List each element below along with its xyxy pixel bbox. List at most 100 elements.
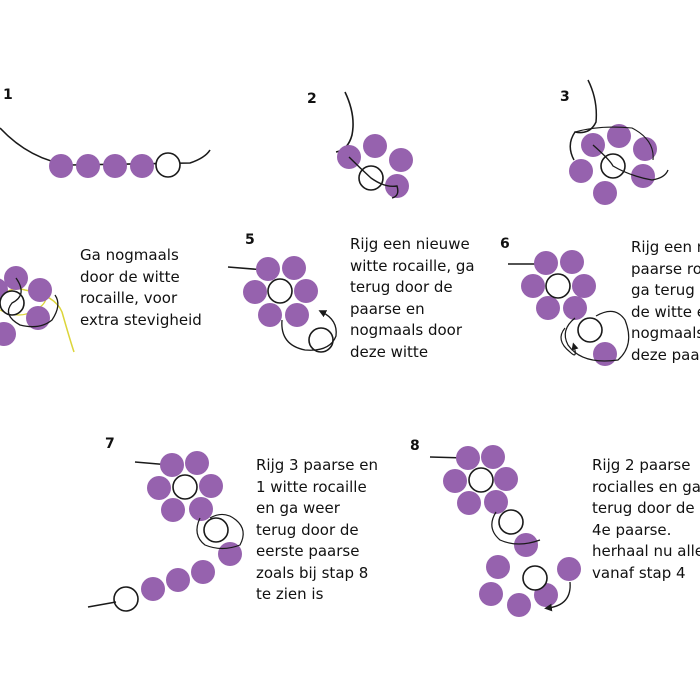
white-bead-new [113, 586, 139, 612]
caption-line: extra stevigheid [80, 310, 202, 329]
step-7-caption: Rijg 3 paarse en 1 witte rocaille en ga … [256, 455, 378, 606]
step-6-caption: Rijg een n paarse ro ga terug d de witte… [631, 237, 700, 366]
caption-line: witte rocaille, ga [350, 256, 475, 275]
caption-line: de witte e [631, 302, 700, 321]
step-5-illustration: 5 [227, 232, 337, 353]
caption-line: rocaille, voor [80, 289, 178, 307]
caption-line: herhaal nu alle [592, 542, 700, 560]
step-5-caption: Rijg een nieuwe witte rocaille, ga terug… [350, 234, 475, 363]
purple-bead [484, 490, 508, 514]
caption-line: paarse en [350, 299, 425, 318]
caption-line: 1 witte rocaille [256, 477, 367, 496]
purple-bead [443, 469, 467, 493]
purple-bead [560, 250, 584, 274]
thread [592, 144, 669, 181]
step-1-illustration: 1 [0, 87, 211, 178]
purple-bead [130, 154, 154, 178]
caption-line: ga terug d [631, 281, 700, 299]
step-6-number: 6 [500, 236, 510, 252]
thread [348, 156, 399, 199]
step-8-caption: Rijg 2 paarse rocialles en ga terug door… [592, 455, 700, 584]
purple-bead [363, 134, 387, 158]
purple-bead [486, 555, 510, 579]
purple-bead [258, 303, 282, 327]
thread [491, 511, 541, 545]
white-bead [577, 317, 603, 343]
step-2-illustration: 2 [307, 91, 413, 199]
purple-bead [103, 154, 127, 178]
thread-arrow [544, 581, 571, 612]
caption-line: te zien is [256, 585, 324, 603]
purple-bead [141, 577, 165, 601]
caption-line: rocialles en ga [592, 477, 700, 496]
step-7-number: 7 [105, 436, 115, 452]
thread [564, 310, 630, 362]
thread [569, 79, 598, 161]
purple-bead [507, 593, 531, 617]
caption-line: Rijg 2 paarse [592, 456, 691, 474]
thread [87, 601, 117, 608]
caption-line: terug door de [256, 520, 359, 539]
caption-line: Rijg een nieuwe [350, 235, 470, 253]
step-1-number: 1 [3, 87, 13, 103]
purple-bead [161, 498, 185, 522]
step-5-number: 5 [245, 232, 255, 248]
caption-line: nogmaals [631, 324, 700, 342]
purple-bead [49, 154, 73, 178]
white-bead [498, 509, 524, 535]
purple-bead [557, 557, 581, 581]
purple-bead [389, 148, 413, 172]
purple-bead [0, 322, 16, 346]
white-bead [203, 517, 229, 543]
caption-line: Rijg 3 paarse en [256, 456, 378, 474]
purple-bead [282, 256, 306, 280]
white-bead [172, 474, 198, 500]
purple-bead [294, 279, 318, 303]
step-8-number: 8 [410, 438, 420, 454]
purple-bead [521, 274, 545, 298]
step-6-illustration: 6 [500, 236, 630, 366]
caption-line: terug door de [350, 278, 453, 296]
thread [335, 91, 354, 153]
purple-bead [479, 582, 503, 606]
purple-bead [456, 446, 480, 470]
purple-bead [569, 159, 593, 183]
purple-bead [256, 257, 280, 281]
purple-bead [199, 474, 223, 498]
step-2-number: 2 [307, 91, 317, 107]
caption-line: terug door de [592, 499, 695, 517]
purple-bead [481, 445, 505, 469]
thread [574, 126, 654, 161]
white-bead [155, 152, 181, 178]
purple-bead [631, 164, 655, 188]
step-3-illustration: 3 [560, 79, 669, 205]
step-3-number: 3 [560, 89, 570, 105]
step-8-illustration: 8 [410, 438, 581, 617]
caption-line: deze paar [631, 345, 700, 364]
step-4-caption: Ga nogmaals door de witte rocaille, voor… [80, 245, 202, 331]
purple-bead [160, 453, 184, 477]
purple-bead [457, 491, 481, 515]
caption-line: vanaf stap 4 [592, 563, 686, 582]
purple-bead [166, 568, 190, 592]
caption-line: Rijg een n [631, 238, 700, 256]
white-bead [522, 565, 548, 591]
thread [7, 277, 59, 328]
step-7-illustration: 7 [87, 436, 244, 612]
purple-bead [28, 278, 52, 302]
caption-line: Ga nogmaals [80, 246, 179, 264]
purple-bead [189, 497, 213, 521]
white-bead [545, 273, 571, 299]
caption-line: 4e paarse. [592, 520, 672, 539]
purple-bead [572, 274, 596, 298]
purple-bead [191, 560, 215, 584]
purple-bead [285, 303, 309, 327]
purple-bead [633, 137, 657, 161]
thread [196, 513, 244, 550]
purple-bead [563, 296, 587, 320]
caption-line: zoals bij stap 8 [256, 563, 369, 582]
thread-arrow [560, 327, 579, 356]
caption-line: eerste paarse [256, 542, 360, 560]
purple-bead [593, 181, 617, 205]
